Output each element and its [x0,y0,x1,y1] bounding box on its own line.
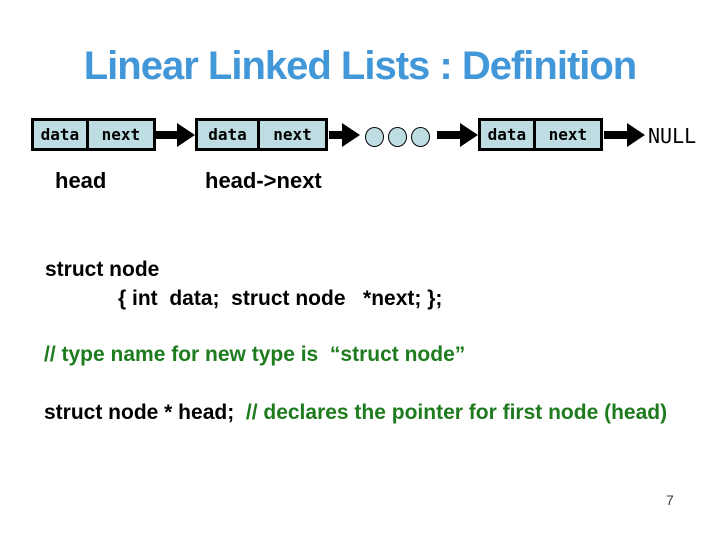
node-next-cell: next [548,125,588,144]
head-label: head [55,168,107,193]
linked-list-node-2: data next [195,118,328,151]
arrow-tip [460,123,478,147]
pointer-arrow-icon [329,123,360,147]
ellipsis-circle [388,127,407,147]
arrow-tip [177,123,195,147]
node-next-cell: next [101,125,141,144]
page-number: 7 [666,492,674,508]
node-next-cell: next [273,125,312,144]
code-line-struct-node: struct node [45,258,160,281]
pointer-arrow-icon [604,123,645,147]
arrow-shaft [156,131,177,139]
linked-list-node-1: data next [31,118,156,151]
code-comment-type-name: // type name for new type is “struct nod… [44,343,466,366]
linked-list-node-3: data next [478,118,603,151]
pointer-arrow-icon [156,123,195,147]
arrow-shaft [329,131,342,139]
node-data-cell: data [34,121,89,148]
null-label: NULL [648,124,697,148]
slide-title: Linear Linked Lists : Definition [83,44,638,88]
node-data-cell: data [198,121,260,148]
code-comment-declares-pointer: // declares the pointer for first node (… [245,401,668,424]
arrow-tip [627,123,645,147]
arrow-shaft [437,131,460,139]
ellipsis-circles [365,127,430,147]
code-line-head-declaration: struct node * head; // declares the poin… [44,401,667,425]
node-data-cell: data [481,121,536,148]
arrow-tip [342,123,360,147]
arrow-shaft [604,131,627,139]
code-line-struct-body: { int data; struct node *next; }; [118,287,443,310]
code-head-declaration-black: struct node * head; [44,401,246,424]
head-next-label: head->next [205,168,322,193]
ellipsis-circle [411,127,430,147]
pointer-arrow-icon [437,123,478,147]
ellipsis-circle [365,127,384,147]
